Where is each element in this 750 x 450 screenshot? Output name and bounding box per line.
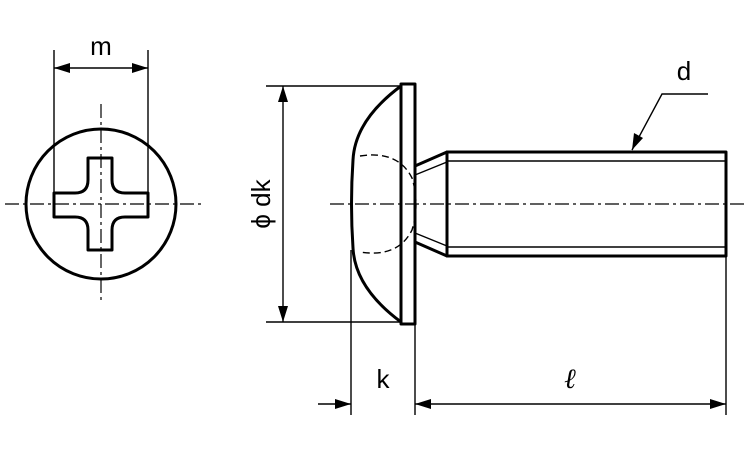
- top-view: m: [5, 31, 205, 300]
- k-arrow-left: [335, 399, 351, 409]
- dk-arrow-top: [278, 86, 288, 102]
- m-label: m: [90, 31, 112, 61]
- length-label: ℓ: [564, 364, 576, 395]
- fillet-inner-bottom: [414, 232, 448, 247]
- d-leader-line: [631, 93, 708, 151]
- d-leader-arrow: [632, 133, 643, 150]
- k-label: k: [377, 364, 391, 394]
- dk-arrow-bottom: [278, 306, 288, 322]
- dk-label: ϕ dk: [246, 178, 276, 228]
- cross-recess: [52, 156, 150, 252]
- side-view: ϕ dk d k ℓ: [246, 56, 745, 415]
- head-dome: [350, 84, 402, 324]
- length-arrow-right: [710, 399, 726, 409]
- m-arrow-left: [54, 63, 70, 73]
- fillet-inner-top: [414, 161, 448, 176]
- d-label: d: [677, 56, 691, 86]
- recess-hidden-line: [359, 154, 417, 254]
- m-arrow-right: [132, 63, 148, 73]
